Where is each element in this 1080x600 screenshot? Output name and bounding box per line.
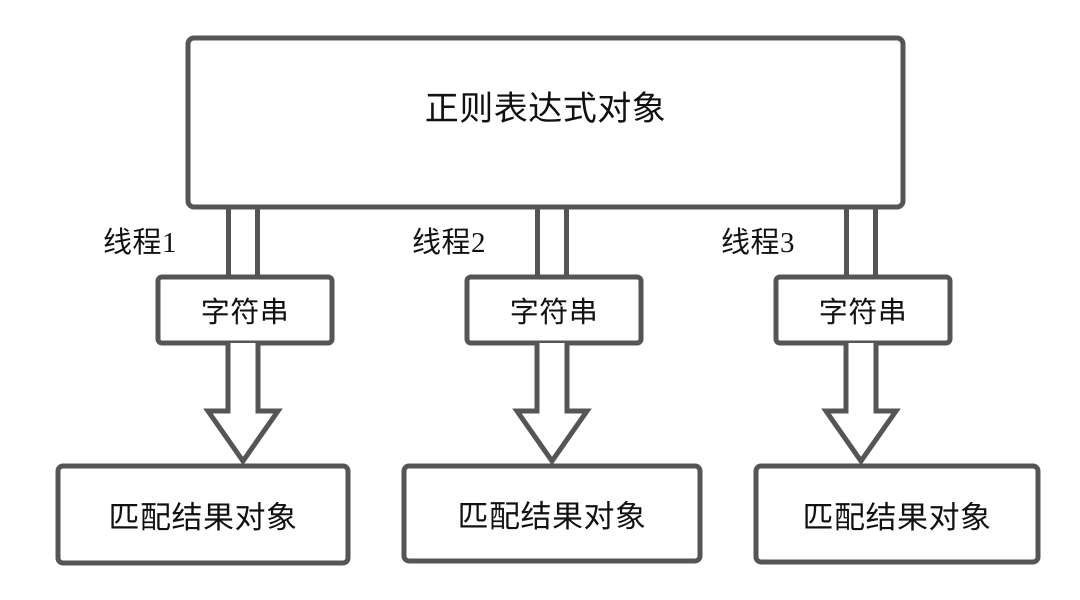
block-arrow-thread-2 (512, 343, 592, 466)
block-arrow-thread-1 (203, 343, 283, 466)
thread-label-3: 线程3 (721, 227, 796, 259)
regex-object-box-label: 正则表达式对象 (424, 90, 667, 128)
thread-label-2: 线程2 (412, 227, 487, 259)
string-box-label-2: 字符串 (509, 297, 599, 329)
match-result-box-label-3: 匹配结果对象 (802, 499, 992, 535)
regex-object-box[interactable] (185, 35, 906, 210)
string-box-label-3: 字符串 (818, 297, 908, 329)
block-arrow-thread-3 (821, 343, 901, 466)
match-result-box-label-2: 匹配结果对象 (457, 499, 647, 534)
match-result-box-thread-2[interactable] (401, 463, 703, 564)
thread-label-1: 线程1 (103, 227, 178, 259)
match-result-box-label-1: 匹配结果对象 (108, 500, 298, 535)
match-result-box-thread-1[interactable] (55, 463, 351, 566)
string-box-label-1: 字符串 (200, 297, 290, 329)
match-result-box-thread-3[interactable] (753, 463, 1041, 565)
